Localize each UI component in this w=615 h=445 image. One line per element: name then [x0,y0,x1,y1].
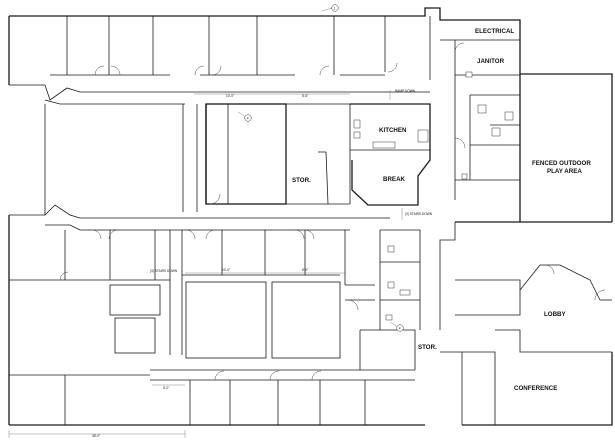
kitchen-label: KITCHEN [379,127,407,134]
lower-offices [9,229,161,425]
center-lower-rooms: 10'-0" 8'-0" [182,229,346,359]
kitchen-break [350,103,431,206]
svg-text:8'-6": 8'-6" [302,94,308,98]
exterior-walls [8,7,613,426]
svg-text:4: 4 [399,326,401,330]
storage-center-label: STOR. [292,177,311,184]
svg-text:6'-0": 6'-0" [163,386,169,390]
storage-block: 10'-0" 8'-6" [194,93,351,205]
fenced-outdoor-label-line2: PLAY AREA [547,168,582,175]
fenced-outdoor-label-line1: FENCED OUTDOOR [532,160,591,167]
electrical-label: ELECTRICAL [475,28,514,35]
stairs-down-left-note: (3) STAIRS DOWN [150,269,178,273]
ramp-down-note: RAMP DOWN [395,89,416,93]
restroom-core [345,229,421,330]
callout-marker-center [244,114,252,122]
svg-text:38'-0": 38'-0" [92,434,100,438]
corridors [9,84,430,355]
svg-text:8'-0": 8'-0" [302,268,308,272]
top-row-offices [50,16,431,80]
break-label: BREAK [383,176,406,183]
svg-text:4: 4 [247,116,249,120]
svg-text:10'-0": 10'-0" [226,94,234,98]
dimensions: 38'-0" 6'-0" [8,384,186,438]
svg-text:1: 1 [334,6,336,10]
lobby-label: LOBBY [544,311,567,318]
bottom-row-rooms [150,329,416,425]
storage-small-label: STOR. [418,344,437,351]
callout-marker-top [331,4,339,12]
conference-label: CONFERENCE [514,385,557,392]
right-lower-wing [439,222,612,425]
svg-text:10'-0": 10'-0" [222,268,230,272]
callout-markers: 1 4 4 [237,4,404,332]
stair-ramp-notes: RAMP DOWN (3) STAIRS DOWN (3) STAIRS DOW… [150,89,433,273]
callout-marker-right [396,324,404,332]
service-area [440,39,520,200]
stairs-down-mid-note: (3) STAIRS DOWN [405,212,433,216]
room-labels: ELECTRICAL JANITOR KITCHEN BREAK STOR. F… [292,28,591,392]
janitor-label: JANITOR [477,58,505,65]
